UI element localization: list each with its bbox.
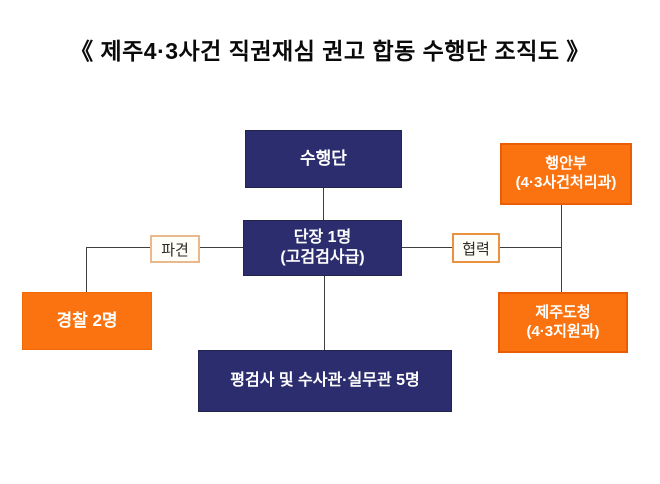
dispatch-edge-label-text: 파견 <box>161 241 189 259</box>
connector-execteam-to-leader <box>323 188 324 220</box>
connector-leader-to-police-vertical <box>86 247 87 292</box>
connector-ministry-to-province-vertical <box>561 205 562 292</box>
team-leader-box: 단장 1명 (고검검사급) <box>243 220 402 276</box>
org-chart-title: 《 제주4·3사건 직권재심 권고 합동 수행단 조직도 》 <box>70 38 590 64</box>
ministry-interior-line1: 행안부 <box>545 155 587 173</box>
team-leader-line2: (고검검사급) <box>280 249 365 266</box>
cooperation-edge-label: 협력 <box>452 233 500 263</box>
jeju-province-line2: (4·3지원과) <box>526 322 600 340</box>
dispatch-edge-label: 파견 <box>150 235 200 263</box>
police-box: 경찰 2명 <box>22 292 152 350</box>
execution-team-label: 수행단 <box>300 149 347 169</box>
jeju-province-box: 제주도청 (4·3지원과) <box>498 292 628 353</box>
police-label: 경찰 2명 <box>56 311 118 331</box>
cooperation-edge-label-text: 협력 <box>462 240 490 258</box>
team-leader-line1: 단장 1명 <box>293 229 352 246</box>
execution-team-box: 수행단 <box>245 130 402 188</box>
jeju-province-line1: 제주도청 <box>535 303 591 321</box>
ministry-interior-box: 행안부 (4·3사건처리과) <box>500 143 632 205</box>
ministry-interior-line2: (4·3사건처리과) <box>515 174 617 191</box>
prosecutors-staff-label: 평검사 및 수사관·실무관 5명 <box>230 372 420 389</box>
prosecutors-staff-box: 평검사 및 수사관·실무관 5명 <box>198 350 452 412</box>
connector-leader-to-staff <box>324 276 325 350</box>
